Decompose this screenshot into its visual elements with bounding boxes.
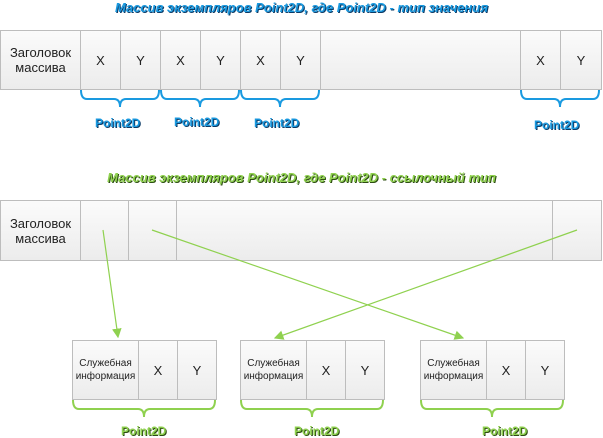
reference-cell xyxy=(80,200,129,261)
point2d-label: Point2D xyxy=(294,424,340,438)
brace xyxy=(160,89,240,108)
ellipsis-cell xyxy=(176,200,553,261)
point2d-label: Point2D xyxy=(482,424,528,438)
array-header-label: Заголовок массива xyxy=(9,45,72,75)
point2d-label: Point2D xyxy=(534,118,580,132)
brace xyxy=(72,399,216,418)
point2d-label: Point2D xyxy=(254,116,300,130)
x-cell: X xyxy=(138,340,178,400)
reference-type-title: Массив экземпляров Point2D, где Point2D … xyxy=(107,170,496,185)
service-info-cell: Служебная информа­ция xyxy=(72,340,139,400)
ellipsis-cell xyxy=(320,30,521,90)
array-header-label: Заголовок массива xyxy=(9,215,72,246)
brace xyxy=(520,89,600,108)
point2d-label: Point2D xyxy=(121,424,167,438)
service-info-cell: Служебная информа­ция xyxy=(240,340,307,400)
point2d-label: Point2D xyxy=(95,116,141,130)
x-cell: X xyxy=(240,30,281,90)
array-header-cell: Заголовок массива xyxy=(0,200,81,261)
y-cell: Y xyxy=(177,340,217,400)
brace xyxy=(240,89,320,108)
brace xyxy=(240,399,384,418)
x-cell: X xyxy=(160,30,201,90)
y-cell: Y xyxy=(345,340,385,400)
y-cell: Y xyxy=(280,30,321,90)
reference-arrow xyxy=(102,229,122,339)
x-cell: X xyxy=(486,340,526,400)
service-info-cell: Служебная информа­ция xyxy=(420,340,487,400)
y-cell: Y xyxy=(525,340,565,400)
brace xyxy=(420,399,564,418)
x-cell: X xyxy=(306,340,346,400)
reference-arrow xyxy=(273,229,578,340)
brace xyxy=(80,89,160,108)
value-type-title: Массив экземпляров Point2D, где Point2D … xyxy=(114,0,489,15)
y-cell: Y xyxy=(200,30,241,90)
point2d-label: Point2D xyxy=(174,115,220,129)
reference-arrow xyxy=(151,229,465,340)
y-cell: Y xyxy=(560,30,602,90)
